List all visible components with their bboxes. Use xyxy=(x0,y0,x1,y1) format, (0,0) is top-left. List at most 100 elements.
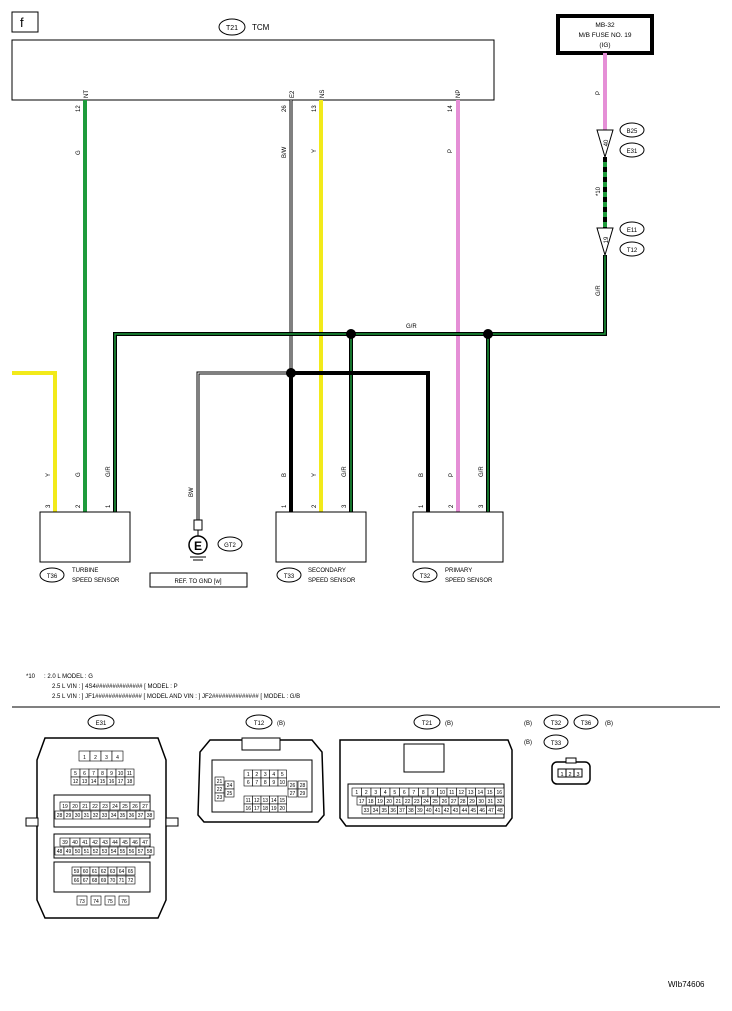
tcm-pin-12-num: 12 xyxy=(76,105,82,112)
connector-pin-number: 1 xyxy=(355,790,358,796)
connector-pin-number: 24 xyxy=(227,783,233,789)
fuse-line2: M/B FUSE NO. 19 xyxy=(578,32,631,39)
tcm-pin-13-color: Y xyxy=(312,149,318,153)
connector-pin-number: 29 xyxy=(300,791,306,797)
connector-pin-number: 10 xyxy=(118,771,124,777)
tcm-pin-12-name: NT xyxy=(84,90,90,98)
connector-pin-number: 19 xyxy=(377,799,383,805)
conn-t12: T12 xyxy=(627,248,638,254)
connector-pin-number: 41 xyxy=(82,840,88,846)
svg-text:T12: T12 xyxy=(254,721,265,727)
connector-pin-number: 22 xyxy=(405,799,411,805)
connector-pin-number: 18 xyxy=(262,806,268,812)
connector-pin-number: 2 xyxy=(94,755,97,761)
connector-pin-number: 40 xyxy=(72,840,78,846)
wire-gr-drops xyxy=(349,334,490,512)
connector-pin-number: 40 xyxy=(426,808,432,814)
connector-pin xyxy=(124,776,135,786)
svg-text:2: 2 xyxy=(312,504,318,508)
connector-pin-number: 58 xyxy=(147,849,153,855)
connector-pin-number: 10 xyxy=(439,790,445,796)
conn-e31: E31 xyxy=(627,149,638,155)
ground-symbol: E GT2 REF. TO GND [w] xyxy=(149,519,248,588)
connector-pin-number: 35 xyxy=(120,813,126,819)
sensor-wire-labels: Y G G/R BW B Y G/R B P G/R xyxy=(46,466,485,497)
svg-text:(B): (B) xyxy=(605,721,613,727)
connector-pin-number: 28 xyxy=(57,813,63,819)
connector-pin-number: 48 xyxy=(57,849,63,855)
connector-pin-number: 18 xyxy=(368,799,374,805)
connector-pin-number: 23 xyxy=(217,795,223,801)
primary-speed-sensor: T32 PRIMARY SPEED SENSOR xyxy=(412,511,504,584)
svg-text:2.5 L VIN : ] 4S4#############: 2.5 L VIN : ] 4S4############## [ MODEL … xyxy=(52,684,178,690)
connector-pin-number: 17 xyxy=(359,799,365,805)
notes: *10 : 2.0 L MODEL : G 2.5 L VIN : ] 4S4#… xyxy=(26,674,300,700)
bus-wire-label: G/R xyxy=(406,324,417,330)
connector-pin-number: 31 xyxy=(488,799,494,805)
connector-pin-number: 12 xyxy=(254,798,260,804)
connector-pin-number: 21 xyxy=(396,799,402,805)
connector-pin-number: 52 xyxy=(93,849,99,855)
connector-pin-number: 60 xyxy=(83,869,89,875)
connector-pin-number: 9 xyxy=(272,780,275,786)
connector-pin-number: 73 xyxy=(79,899,85,905)
connector-pin-number: 31 xyxy=(84,813,90,819)
connector-pin-number: 64 xyxy=(119,869,125,875)
svg-text:B: B xyxy=(419,473,425,477)
connector-pin-number: 15 xyxy=(100,779,106,785)
connector-pin-number: 45 xyxy=(122,840,128,846)
connector-pin-number: 33 xyxy=(102,813,108,819)
connector-pin-number: 6 xyxy=(83,771,86,777)
tcm-pin-26-name: E2 xyxy=(290,90,296,98)
connector-pin xyxy=(224,788,235,798)
conn-b25: B25 xyxy=(627,129,638,135)
svg-text:SECONDARY: SECONDARY xyxy=(308,568,346,574)
connector-pin-number: 10 xyxy=(279,780,285,786)
connector-pin-number: 47 xyxy=(142,840,148,846)
connector-pin-number: 4 xyxy=(384,790,387,796)
connector-pin-number: 8 xyxy=(101,771,104,777)
svg-text:3: 3 xyxy=(342,504,348,508)
inline-pin-19: 19 xyxy=(604,236,610,243)
tcm-label: TCM xyxy=(252,23,270,32)
connector-pin-number: 26 xyxy=(132,804,138,810)
svg-text:T36: T36 xyxy=(47,574,58,580)
connector-pin-number: 19 xyxy=(62,804,68,810)
tcm-pin-26-num: 26 xyxy=(282,105,288,112)
connector-pin-number: 45 xyxy=(470,808,476,814)
connector-pin-number: 32 xyxy=(497,799,503,805)
connector-pin-number: 14 xyxy=(271,798,277,804)
connector-pin-number: 67 xyxy=(83,878,89,884)
right-wire-gr: G/R xyxy=(596,285,602,296)
connector-pin-number: 24 xyxy=(423,799,429,805)
connector-pin-number: 6 xyxy=(403,790,406,796)
connector-pin-number: 55 xyxy=(120,849,126,855)
page-letter: f xyxy=(20,15,24,30)
tcm-pin-13-num: 13 xyxy=(312,105,318,112)
svg-text:E31: E31 xyxy=(96,721,107,727)
svg-text:1: 1 xyxy=(419,504,425,508)
connector-pin-number: 20 xyxy=(386,799,392,805)
junction-dot xyxy=(346,329,356,339)
connector-pin-number: 9 xyxy=(431,790,434,796)
connector-pin-number: 37 xyxy=(138,813,144,819)
connector-pin-number: 11 xyxy=(449,790,454,796)
connector-pin-number: 17 xyxy=(254,806,260,812)
connector-pin xyxy=(494,796,505,806)
connector-pin-number: 38 xyxy=(147,813,153,819)
connector-pin-number: 23 xyxy=(102,804,108,810)
connector-pin-number: 25 xyxy=(122,804,128,810)
connector-pin-number: 8 xyxy=(264,780,267,786)
tcm-pin-26-color: B/W xyxy=(282,146,288,158)
connector-pin-number: 34 xyxy=(373,808,379,814)
connector-pin-number: 26 xyxy=(442,799,448,805)
sensor-pin-numbers: 3 2 1 1 2 3 1 2 3 xyxy=(46,504,485,508)
connector-pin-number: 41 xyxy=(435,808,441,814)
connector-pin-number: 13 xyxy=(468,790,474,796)
tcm-pin-14-name: NP xyxy=(456,90,462,98)
wire-y-turbine xyxy=(12,371,57,512)
svg-text:T33: T33 xyxy=(284,574,295,580)
connector-pin-number: 71 xyxy=(119,878,125,884)
